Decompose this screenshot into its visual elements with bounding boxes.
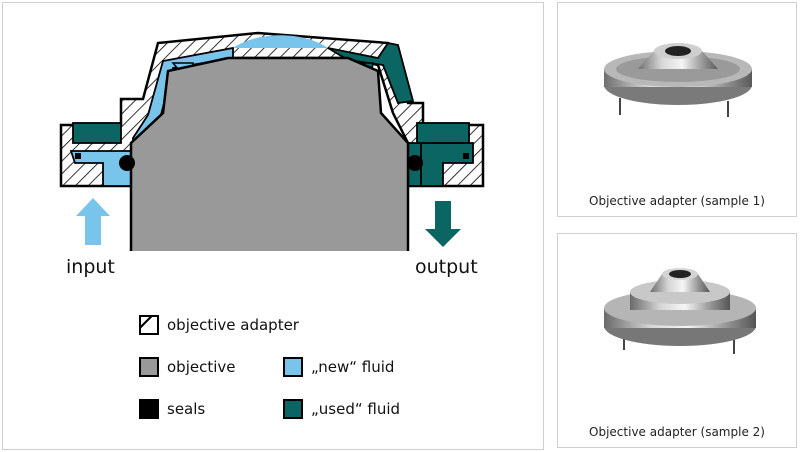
sample-card-2: Objective adapter (sample 2) [557, 233, 797, 448]
hatched-swatch-icon [139, 315, 159, 335]
legend-new-fluid: „new“ fluid [311, 358, 395, 376]
legend-objective-adapter: objective adapter [167, 316, 299, 334]
seal-right [407, 155, 423, 171]
diagram-panel: input output objective adapter objective… [2, 2, 544, 450]
objective-body [129, 56, 410, 251]
legend-used-fluid: „used“ fluid [311, 400, 401, 418]
legend-objective: objective [167, 358, 236, 376]
adapter-photo-2 [604, 268, 756, 354]
input-label: input [66, 256, 115, 278]
card-caption: Objective adapter (sample 1) [589, 194, 765, 208]
seal-left [119, 155, 135, 171]
sample-card-1: Objective adapter (sample 1) [557, 2, 797, 217]
teal-swatch-icon [283, 399, 303, 419]
output-label: output [415, 256, 478, 278]
output-arrow-icon [425, 201, 461, 247]
input-arrow-icon [76, 198, 110, 245]
cross-section-diagram [59, 31, 485, 251]
card-caption: Objective adapter (sample 2) [589, 425, 765, 439]
adapter-photo-1 [604, 43, 752, 117]
gray-swatch-icon [139, 357, 159, 377]
black-swatch-icon [139, 399, 159, 419]
legend-seals: seals [167, 400, 206, 418]
light-blue-swatch-icon [283, 357, 303, 377]
